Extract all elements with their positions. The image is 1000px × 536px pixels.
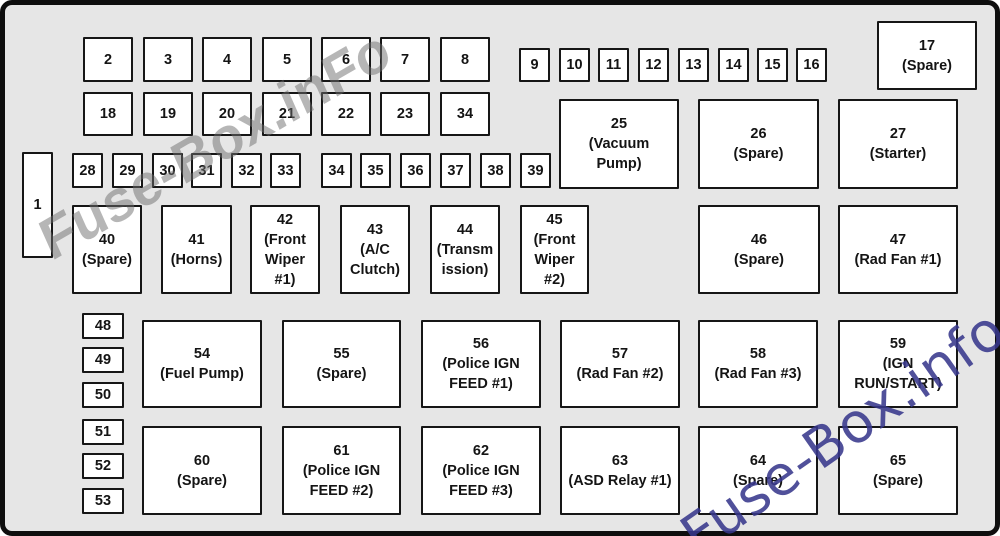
fuse-box-17: 17 (Spare) bbox=[877, 21, 977, 90]
fuse-box-43: 43 (A/C Clutch) bbox=[340, 205, 410, 294]
fuse-box-37: 37 bbox=[440, 153, 471, 188]
fuse-box-49: 49 bbox=[82, 347, 124, 373]
fuse-box-19: 19 bbox=[143, 92, 193, 136]
fuse-box-23: 23 bbox=[380, 92, 430, 136]
fuse-box-48: 48 bbox=[82, 313, 124, 339]
fuse-box-28: 28 bbox=[72, 153, 103, 188]
fuse-box-52: 52 bbox=[82, 453, 124, 479]
fuse-box-60: 60 (Spare) bbox=[142, 426, 262, 515]
fuse-box-42: 42 (Front Wiper #1) bbox=[250, 205, 320, 294]
fuse-box-46: 46 (Spare) bbox=[698, 205, 820, 294]
fuse-box-30: 30 bbox=[152, 153, 183, 188]
fuse-box-51: 51 bbox=[82, 419, 124, 445]
fuse-box-45: 45 (Front Wiper #2) bbox=[520, 205, 589, 294]
fuse-box-16: 16 bbox=[796, 48, 827, 82]
fuse-box-20: 20 bbox=[202, 92, 252, 136]
fuse-box-18: 18 bbox=[83, 92, 133, 136]
fuse-box-26: 26 (Spare) bbox=[698, 99, 819, 189]
fuse-box-15: 15 bbox=[757, 48, 788, 82]
fuse-box-47: 47 (Rad Fan #1) bbox=[838, 205, 958, 294]
fuse-box-33: 33 bbox=[270, 153, 301, 188]
fuse-box-35: 35 bbox=[360, 153, 391, 188]
fuse-box-34b: 34 bbox=[321, 153, 352, 188]
fuse-box-62: 62 (Police IGN FEED #3) bbox=[421, 426, 541, 515]
fuse-box-54: 54 (Fuel Pump) bbox=[142, 320, 262, 408]
fuse-box-55: 55 (Spare) bbox=[282, 320, 401, 408]
fuse-box-3: 3 bbox=[143, 37, 193, 82]
fuse-box-1: 1 bbox=[22, 152, 53, 258]
fuse-box-39: 39 bbox=[520, 153, 551, 188]
fuse-box-7: 7 bbox=[380, 37, 430, 82]
fuse-box-32: 32 bbox=[231, 153, 262, 188]
fuse-box-21: 21 bbox=[262, 92, 312, 136]
fuse-box-13: 13 bbox=[678, 48, 709, 82]
fuse-box-44: 44 (Transm ission) bbox=[430, 205, 500, 294]
fuse-box-64: 64 (Spare) bbox=[698, 426, 818, 515]
fuse-box-41: 41 (Horns) bbox=[161, 205, 232, 294]
fuse-box-38: 38 bbox=[480, 153, 511, 188]
fuse-box-31: 31 bbox=[191, 153, 222, 188]
fuse-box-10: 10 bbox=[559, 48, 590, 82]
fuse-box-27: 27 (Starter) bbox=[838, 99, 958, 189]
fuse-box-53: 53 bbox=[82, 488, 124, 514]
fuse-box-34a: 34 bbox=[440, 92, 490, 136]
fuse-box-6: 6 bbox=[321, 37, 371, 82]
fuse-box-59: 59 (IGN RUN/START) bbox=[838, 320, 958, 408]
fuse-box-65: 65 (Spare) bbox=[838, 426, 958, 515]
fuse-box-11: 11 bbox=[598, 48, 629, 82]
fuse-box-56: 56 (Police IGN FEED #1) bbox=[421, 320, 541, 408]
fuse-box-14: 14 bbox=[718, 48, 749, 82]
fuse-box-50: 50 bbox=[82, 382, 124, 408]
fuse-box-29: 29 bbox=[112, 153, 143, 188]
fuse-box-9: 9 bbox=[519, 48, 550, 82]
fuse-box-22: 22 bbox=[321, 92, 371, 136]
fuse-box-2: 2 bbox=[83, 37, 133, 82]
fuse-box-63: 63 (ASD Relay #1) bbox=[560, 426, 680, 515]
fuse-box-8: 8 bbox=[440, 37, 490, 82]
fuse-box-5: 5 bbox=[262, 37, 312, 82]
fuse-box-4: 4 bbox=[202, 37, 252, 82]
fuse-box-61: 61 (Police IGN FEED #2) bbox=[282, 426, 401, 515]
fuse-box-57: 57 (Rad Fan #2) bbox=[560, 320, 680, 408]
fuse-box-12: 12 bbox=[638, 48, 669, 82]
fuse-box-40: 40 (Spare) bbox=[72, 205, 142, 294]
fuse-box-58: 58 (Rad Fan #3) bbox=[698, 320, 818, 408]
fuse-box-36: 36 bbox=[400, 153, 431, 188]
fuse-box-25: 25 (Vacuum Pump) bbox=[559, 99, 679, 189]
